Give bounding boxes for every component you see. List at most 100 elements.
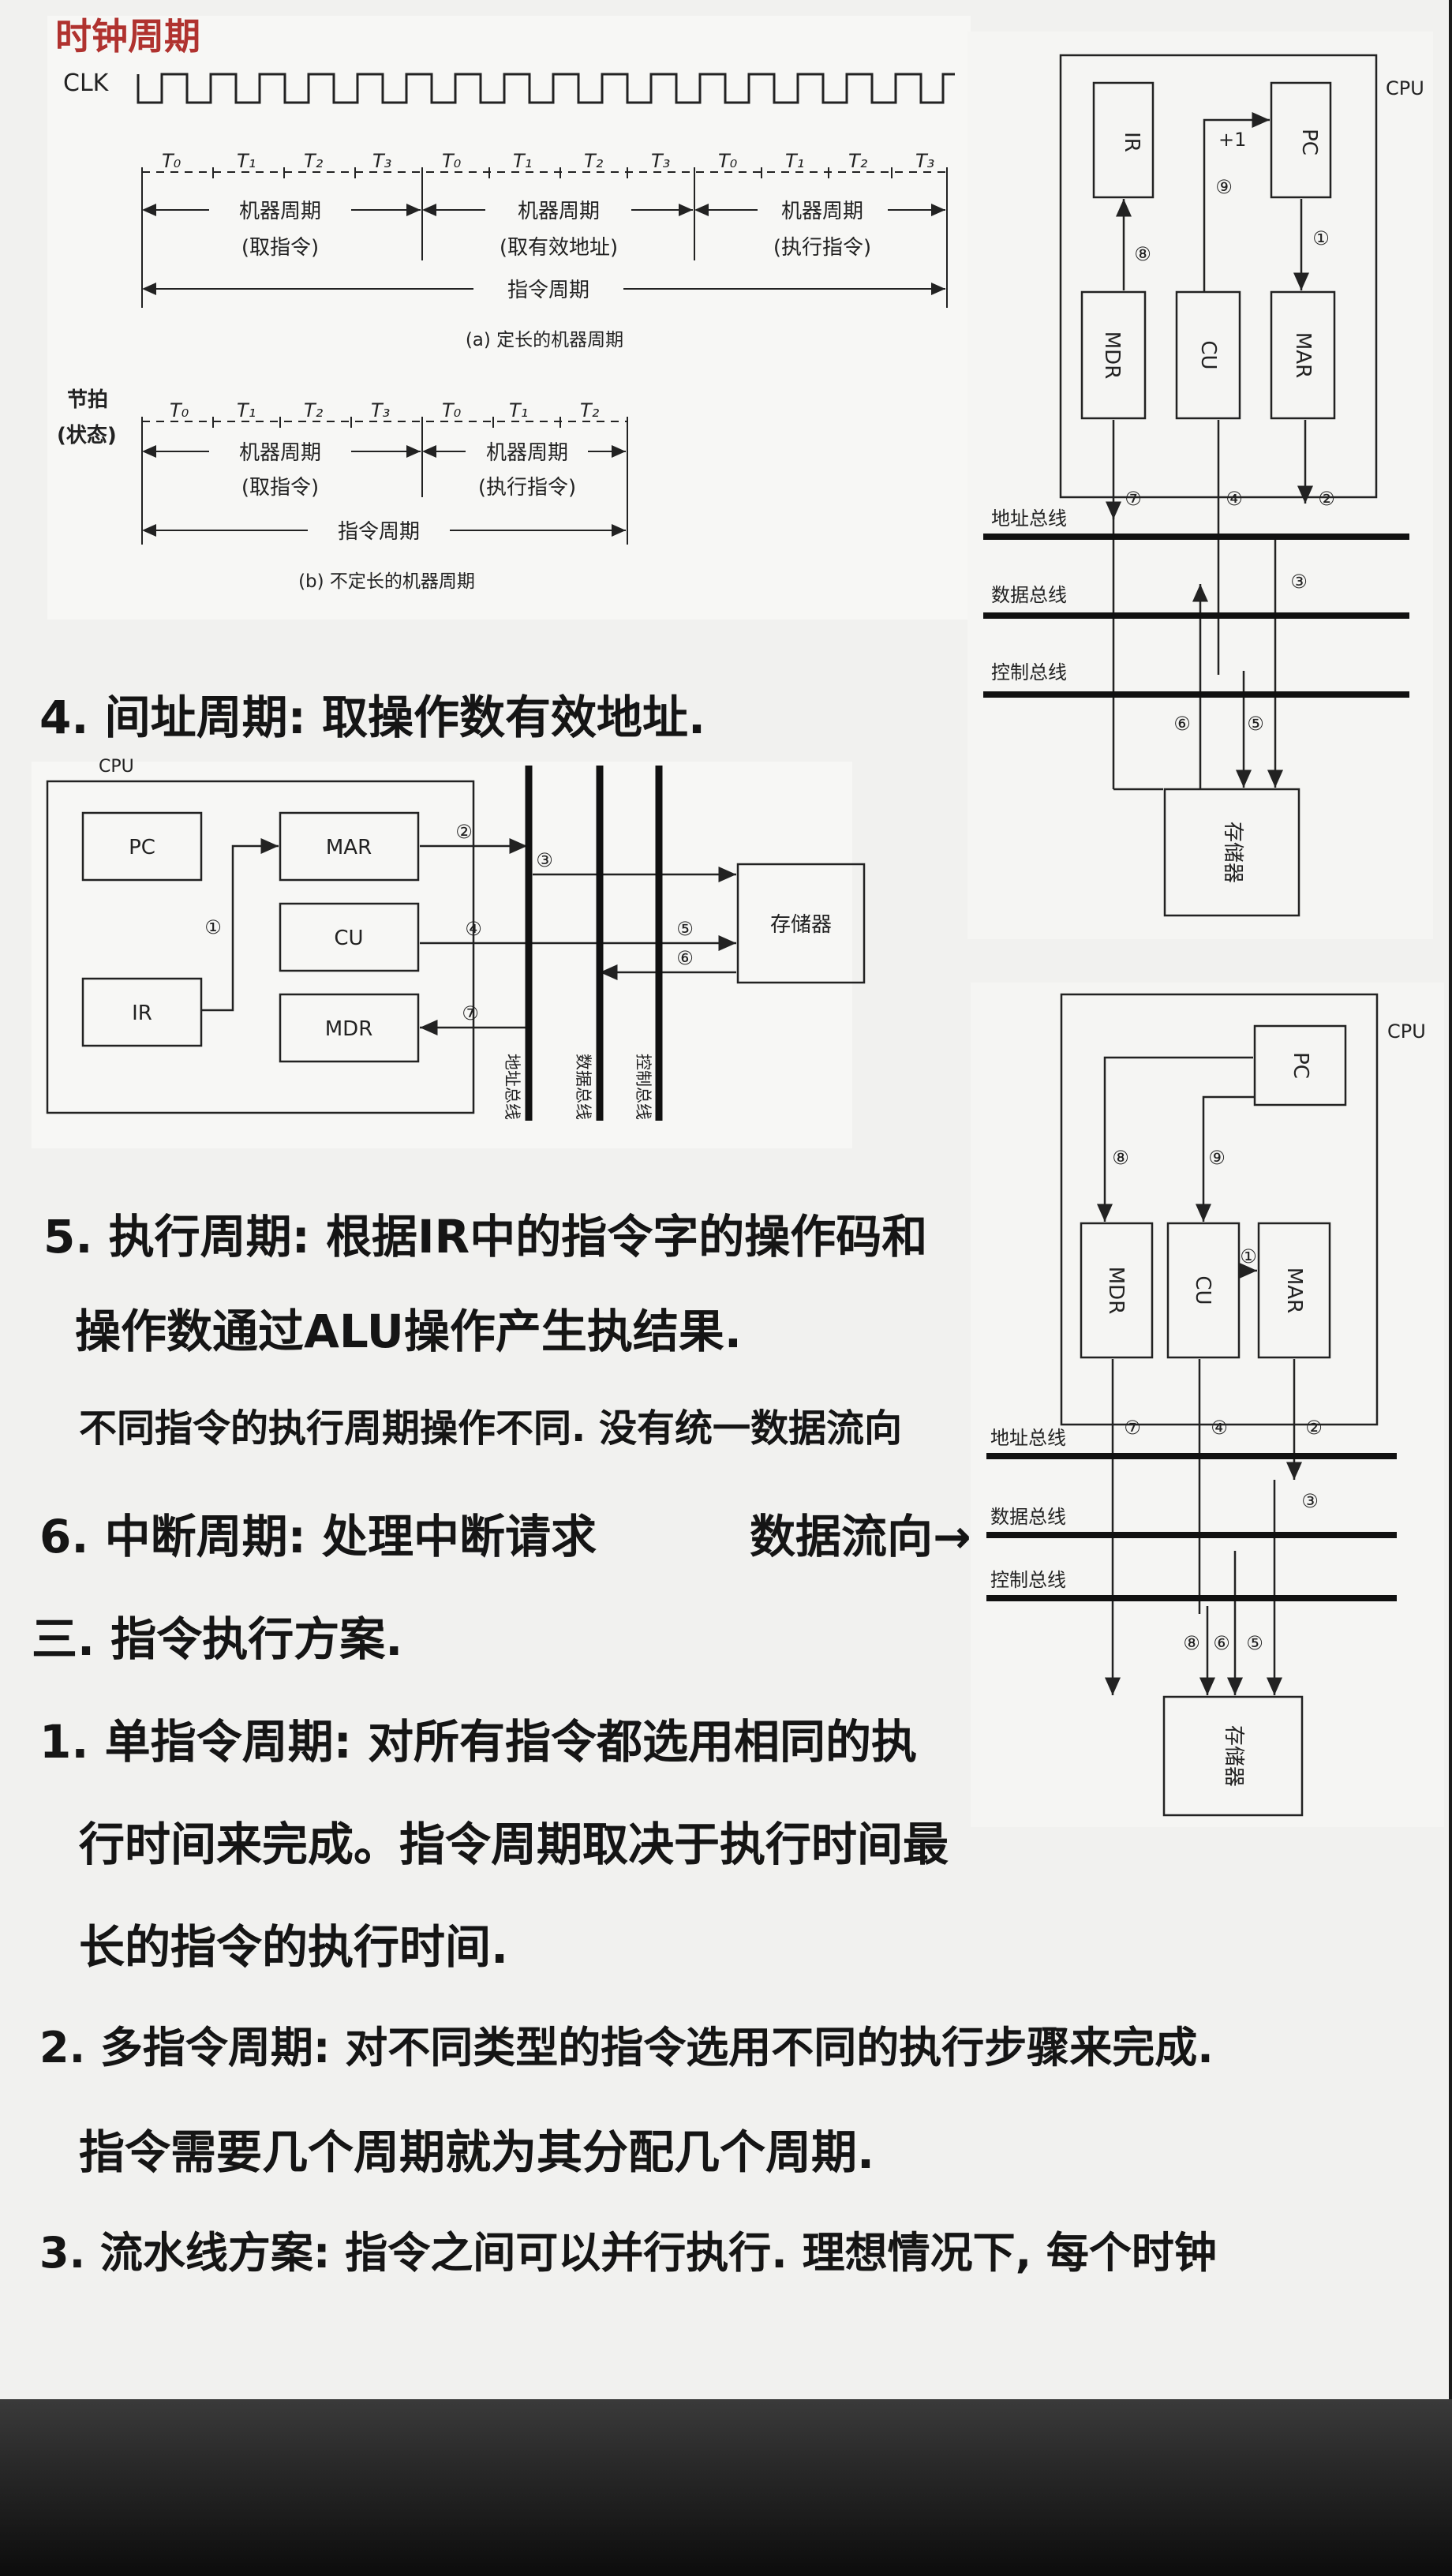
- t2-label: T₂: [304, 150, 324, 172]
- cpu-box: [46, 780, 475, 1114]
- t1-label: T₁: [513, 150, 532, 172]
- t0-label: T₀: [718, 150, 738, 172]
- cu-label: CU: [1191, 1275, 1214, 1305]
- ir-register: [81, 977, 203, 1047]
- note-single-cycle-1: 1. 单指令周期: 对所有指令都选用相同的执: [39, 1715, 917, 1769]
- memory-label: 存储器: [770, 913, 832, 937]
- plus-one-label: +1: [1218, 129, 1246, 151]
- memory-label: 存储器: [1221, 822, 1244, 883]
- timing-grid-b: [141, 417, 628, 545]
- pc-register: [81, 811, 203, 882]
- cu-unit: [1175, 290, 1241, 420]
- mdr-label: MDR: [1100, 331, 1124, 380]
- indirect-diagram-paper: [32, 762, 852, 1148]
- data-bus-label: 数据总线: [991, 584, 1067, 606]
- note-pipeline: 3. 流水线方案: 指令之间可以并行执行. 理想情况下, 每个时钟: [39, 2228, 1217, 2278]
- step-4: ④: [465, 918, 482, 940]
- mdr-label: MDR: [1104, 1267, 1128, 1315]
- cycles-b: 机器周期 (取指令) 机器周期 (执行指令) 指令周期 (b) 不定长的机器周期: [239, 441, 576, 592]
- step-4: ④: [1211, 1417, 1228, 1439]
- t3-label: T₃: [915, 150, 934, 172]
- step-3: ③: [536, 849, 553, 871]
- memory-box: [1163, 788, 1300, 917]
- step-1: ①: [1240, 1245, 1257, 1267]
- cpu-label: CPU: [1386, 77, 1424, 99]
- step-1: ①: [1312, 227, 1330, 249]
- t0-label: T₀: [442, 399, 462, 421]
- step-6: ⑥: [676, 947, 694, 969]
- pc-label: PC: [1289, 1052, 1312, 1079]
- interrupt-cycle-diagram: CPU 地址总线 数据总线 控制总线 PC MDR CU MAR 存储器 ⑧ ⑨…: [986, 993, 1426, 1817]
- fetch-cycle-diagram: CPU +1 地址总线 数据总线 控制总线 IR PC MDR CU MAR 存…: [983, 54, 1424, 917]
- timing-diagram: 时钟周期 CLK T₀ T₁ T₂ T₃ T₀ T₁ T₂ T₃ T₀ T₁ T…: [55, 15, 955, 592]
- note-multi-cycle-2: 指令需要几个周期就为其分配几个周期.: [79, 2125, 875, 2179]
- mdr-register: [1080, 290, 1147, 420]
- mar-label: MAR: [1282, 1267, 1306, 1313]
- address-bus-label: 地址总线: [990, 1427, 1066, 1449]
- mar-register: [1257, 1222, 1331, 1359]
- ir-label: IR: [132, 1002, 152, 1025]
- t2-label: T₂: [584, 150, 604, 172]
- cycle-a2-sub: (取有效地址): [500, 236, 618, 260]
- note-single-cycle-2: 行时间来完成。指令周期取决于执行时间最: [79, 1818, 949, 1871]
- step-2: ②: [1305, 1417, 1323, 1439]
- tick-labels-a: T₀ T₁ T₂ T₃ T₀ T₁ T₂ T₃ T₀ T₁ T₂ T₃: [162, 150, 934, 172]
- cycle-a2-name: 机器周期: [518, 200, 600, 223]
- note-execute-cycle-2: 操作数通过ALU操作产生执结果.: [75, 1305, 742, 1358]
- note-interrupt-cycle: 6. 中断周期: 处理中断请求: [39, 1510, 597, 1563]
- timing-grid-a: [141, 167, 948, 308]
- cu-unit: [1166, 1222, 1241, 1359]
- t1-label: T₁: [237, 150, 256, 172]
- cycle-b1-name: 机器周期: [239, 441, 321, 465]
- cycle-a3-sub: (执行指令): [773, 236, 871, 260]
- indirect-cycle-diagram: CPU PC IR MAR CU MDR 存储器 ① ② ③ ④ ⑤ ⑥ ⑦: [46, 757, 866, 1121]
- page-title: 时钟周期: [55, 15, 200, 58]
- step-8: ⑧: [1112, 1147, 1129, 1169]
- t3-label: T₃: [651, 150, 670, 172]
- data-bus-label: 数据总线: [574, 1054, 593, 1120]
- step-6: ⑥: [1213, 1632, 1230, 1654]
- memory-label: 存储器: [1222, 1725, 1245, 1787]
- step-2: ②: [455, 821, 473, 843]
- note-execute-cycle-1: 5. 执行周期: 根据IR中的指令字的操作码和: [43, 1210, 928, 1264]
- bus-lines: [525, 766, 663, 1121]
- step-9: ⑨: [1208, 1147, 1226, 1169]
- memory-box: [1162, 1695, 1304, 1817]
- mdr-label: MDR: [325, 1017, 373, 1041]
- cpu-box: [1060, 993, 1379, 1426]
- cpu-label: CPU: [1387, 1020, 1426, 1043]
- caption-a: (a) 定长的机器周期: [466, 330, 623, 350]
- step-2: ②: [1318, 488, 1335, 510]
- step-3: ③: [1290, 571, 1308, 593]
- step-1: ①: [204, 916, 222, 938]
- cpu-label: CPU: [99, 757, 134, 777]
- pc-register: [1253, 1024, 1347, 1106]
- mar-label: MAR: [326, 836, 372, 859]
- control-bus-label: 控制总线: [990, 1569, 1066, 1591]
- pc-label: PC: [1297, 129, 1321, 155]
- step-8: ⑧: [1183, 1632, 1200, 1654]
- section-heading-3: 三. 指令执行方案.: [32, 1612, 403, 1666]
- pc-label: PC: [129, 836, 155, 859]
- mdr-register: [1080, 1222, 1154, 1359]
- step-7: ⑦: [1125, 488, 1142, 510]
- cycle-a3-name: 机器周期: [781, 200, 863, 223]
- bus-lines: [986, 1453, 1397, 1601]
- t1-label: T₁: [785, 150, 804, 172]
- address-bus-label: 地址总线: [503, 1054, 522, 1120]
- mdr-register: [279, 993, 420, 1063]
- t3-label: T₃: [371, 399, 390, 421]
- bus-lines: [983, 534, 1409, 698]
- cu-label: CU: [334, 927, 363, 950]
- t0-label: T₀: [170, 399, 189, 421]
- instr-cycle-b: 指令周期: [338, 520, 420, 544]
- cycle-b2-name: 机器周期: [486, 441, 568, 465]
- t1-label: T₁: [509, 399, 528, 421]
- t1-label: T₁: [237, 399, 256, 421]
- step-9: ⑨: [1215, 176, 1233, 198]
- cycle-b2-sub: (执行指令): [478, 476, 576, 500]
- tick-labels-b: T₀ T₁ T₂ T₃ T₀ T₁ T₂: [170, 399, 600, 421]
- note-multi-cycle-1: 2. 多指令周期: 对不同类型的指令选用不同的执行步骤来完成.: [39, 2023, 1214, 2072]
- ir-register: [1092, 81, 1154, 199]
- mar-label: MAR: [1291, 332, 1315, 378]
